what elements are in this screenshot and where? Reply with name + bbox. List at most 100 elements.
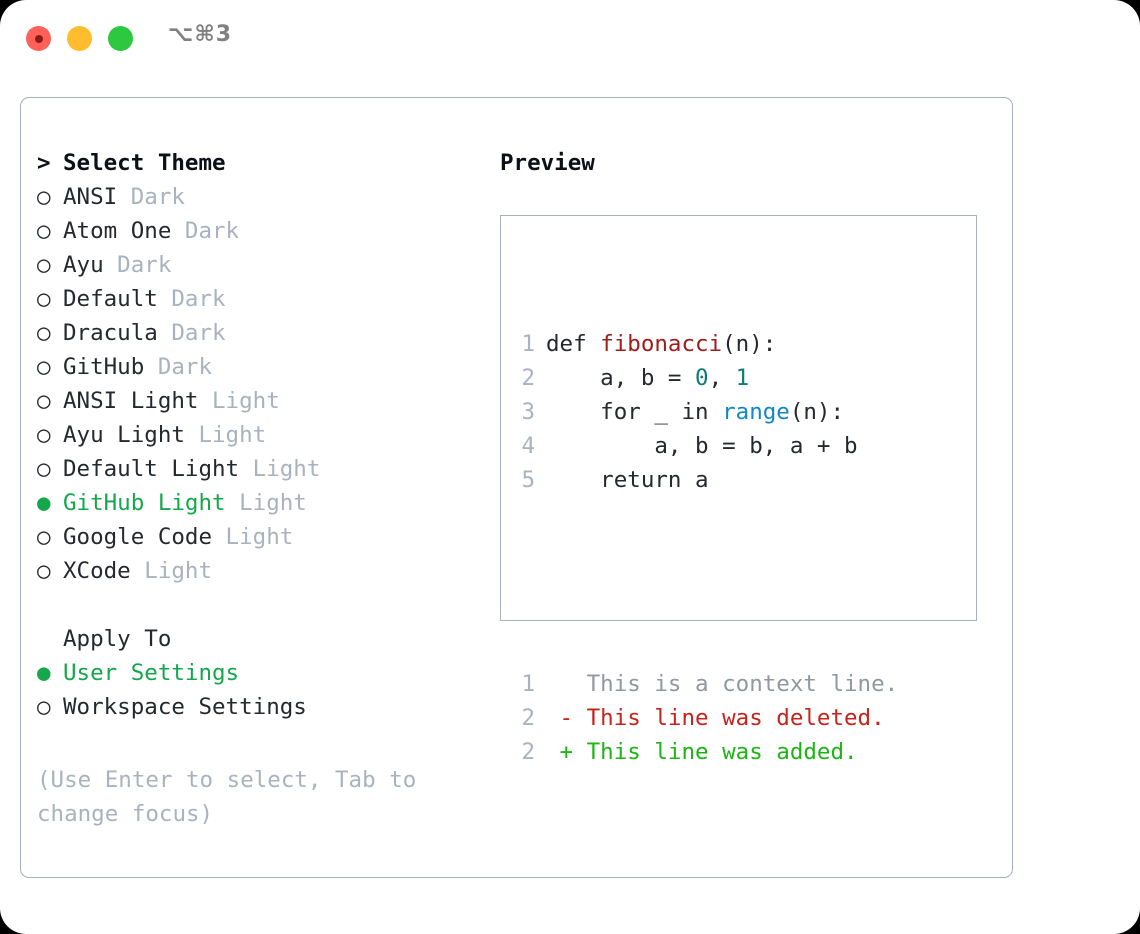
theme-option-tag: Light — [184, 422, 267, 448]
apply-to-heading: Apply To — [37, 622, 487, 656]
code-token: 1 — [735, 365, 750, 391]
code-line: 2 a, b = 0, 1 — [509, 361, 976, 395]
radio-unselected-icon: ○ — [37, 422, 51, 448]
radio-unselected-icon: ○ — [37, 694, 51, 720]
theme-option[interactable]: ○ Default Dark — [37, 282, 487, 316]
code-token: for _ in — [546, 399, 723, 425]
theme-option-tag: Dark — [117, 184, 185, 210]
theme-option[interactable]: ○ Ayu Dark — [37, 248, 487, 282]
diff-sample: 1 This is a context line.2 - This line w… — [509, 667, 976, 769]
code-token: range — [722, 399, 790, 425]
diff-line: 1 This is a context line. — [509, 667, 976, 701]
theme-option[interactable]: ○ Atom One Dark — [37, 214, 487, 248]
theme-option-label: Ayu Light — [63, 422, 185, 448]
theme-option[interactable]: ○XCode Light — [37, 554, 487, 588]
line-number: 5 — [521, 467, 535, 493]
theme-option[interactable]: ○ANSI Light Light — [37, 384, 487, 418]
theme-option[interactable]: ○ GitHub Dark — [37, 350, 487, 384]
minimize-button[interactable] — [67, 26, 92, 51]
theme-option-tag: Light — [198, 388, 280, 414]
theme-picker-heading: > Select Theme — [37, 146, 487, 180]
close-button[interactable] — [26, 26, 51, 51]
code-token: - This line was deleted. — [546, 705, 885, 731]
line-number: 3 — [521, 399, 535, 425]
code-token: fibonacci — [600, 331, 723, 357]
code-token: a, b = — [546, 365, 696, 391]
section-spacer — [37, 588, 487, 622]
code-line: 5 return a — [509, 463, 976, 497]
theme-option-label: GitHub Light — [63, 490, 226, 516]
radio-unselected-icon: ○ — [37, 218, 51, 244]
line-number: 1 — [521, 671, 535, 697]
radio-unselected-icon: ○ — [37, 388, 51, 414]
radio-unselected-icon: ○ — [37, 286, 51, 312]
code-token: (n): — [722, 331, 777, 357]
theme-option-tag: Dark — [103, 252, 172, 278]
apply-to-option[interactable]: ○ Workspace Settings — [37, 690, 487, 724]
theme-option-tag: Dark — [144, 354, 213, 380]
line-number: 4 — [521, 433, 535, 459]
keyboard-hint: (Use Enter to select, Tab to change focu… — [37, 767, 417, 827]
radio-unselected-icon: ○ — [37, 320, 51, 346]
theme-option-tag: Dark — [157, 320, 226, 346]
code-blank-line — [509, 565, 976, 599]
theme-option[interactable]: ○ ANSI Dark — [37, 180, 487, 214]
theme-option-tag: Dark — [171, 218, 240, 244]
theme-option-label: Atom One — [63, 218, 172, 244]
code-token: + This line was added. — [546, 739, 858, 765]
code-token: (n): — [789, 399, 845, 425]
theme-option[interactable]: ○ Google Code Light — [37, 520, 487, 554]
title-bar: ⌥⌘3 — [0, 0, 1140, 78]
theme-option-label: XCode — [63, 558, 131, 584]
theme-list: ○ ANSI Dark ○ Atom One Dark ○ Ayu Dark ○ Defaul… — [37, 180, 487, 588]
theme-picker-heading-label: Select Theme — [63, 150, 226, 176]
code-token: return a — [546, 467, 709, 493]
preview-title: Preview — [500, 150, 595, 176]
code-line: 4 a, b = b, a + b — [509, 429, 976, 463]
theme-picker: >Select Theme ○ANSI Dark○Atom One Dark○A… — [37, 146, 487, 724]
line-number: 2 — [521, 365, 535, 391]
code-token: a, b = b, a + b — [546, 433, 858, 459]
diff-line: 2 - This line was deleted. — [509, 701, 976, 735]
code-line: 1 def fibonacci(n): — [509, 327, 976, 361]
main-panel: >Select Theme ○ANSI Dark○Atom One Dark○A… — [20, 97, 1013, 878]
line-number: 1 — [521, 331, 535, 357]
apply-to-heading-label: Apply To — [63, 626, 172, 652]
focus-caret-icon: > — [37, 150, 51, 176]
theme-option[interactable]: ○ Default Light Light — [37, 452, 487, 486]
window-controls — [26, 26, 133, 51]
diff-line: 2 + This line was added. — [509, 735, 976, 769]
radio-selected-icon: ● — [37, 490, 51, 516]
code-token: def — [546, 331, 601, 357]
zoom-button[interactable] — [108, 26, 133, 51]
radio-unselected-icon: ○ — [37, 524, 51, 550]
apply-to-list: ● User Settings ○ Workspace Settings — [37, 656, 487, 724]
radio-unselected-icon: ○ — [37, 252, 51, 278]
theme-option-tag: Light — [212, 524, 294, 550]
apply-to-option-label: User Settings — [63, 660, 240, 686]
apply-to-option-label: Workspace Settings — [63, 694, 307, 720]
code-token: 0 — [695, 365, 709, 391]
theme-option[interactable]: ○Dracula Dark — [37, 316, 487, 350]
theme-option[interactable]: ○ Ayu Light Light — [37, 418, 487, 452]
radio-unselected-icon: ○ — [37, 456, 51, 482]
radio-unselected-icon: ○ — [37, 354, 51, 380]
radio-selected-icon: ● — [37, 660, 51, 686]
theme-option-label: Default Light — [63, 456, 240, 482]
apply-to-option[interactable]: ● User Settings — [37, 656, 487, 690]
theme-option-label: ANSI — [63, 184, 118, 210]
theme-option-label: GitHub — [63, 354, 145, 380]
theme-option-label: Default — [63, 286, 158, 312]
theme-option-tag: Dark — [157, 286, 226, 312]
radio-unselected-icon: ○ — [37, 184, 51, 210]
radio-unselected-icon: ○ — [37, 558, 51, 584]
theme-option-label: Google Code — [63, 524, 213, 550]
theme-option-label: Ayu — [63, 252, 104, 278]
theme-option[interactable]: ●GitHub Light Light — [37, 486, 487, 520]
theme-option-tag: Light — [239, 456, 321, 482]
